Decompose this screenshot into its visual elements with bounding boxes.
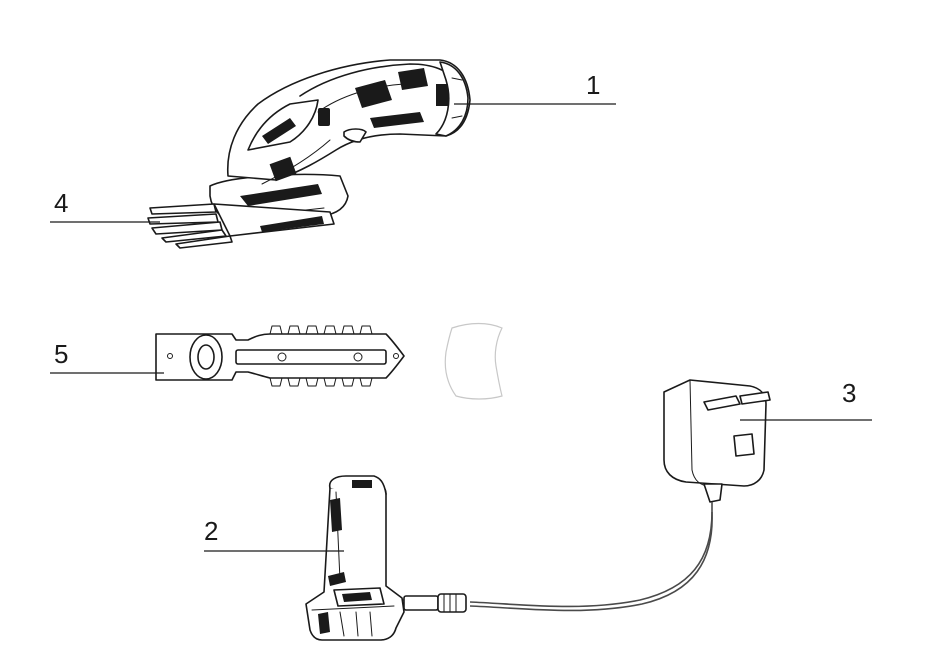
callout-5: 5 <box>54 339 68 369</box>
grass-blade <box>147 203 335 249</box>
callout-3: 3 <box>842 378 856 408</box>
callout-1: 1 <box>586 70 600 100</box>
shrub-blade <box>155 325 405 387</box>
battery-pack <box>305 475 405 641</box>
grass-shear-body <box>147 59 471 249</box>
charger-connector <box>391 593 467 613</box>
callout-2: 2 <box>204 516 218 546</box>
callout-4: 4 <box>54 188 68 218</box>
charger-cable <box>469 511 713 608</box>
charger-plug <box>663 379 771 512</box>
blade-cover-outline <box>444 322 503 400</box>
